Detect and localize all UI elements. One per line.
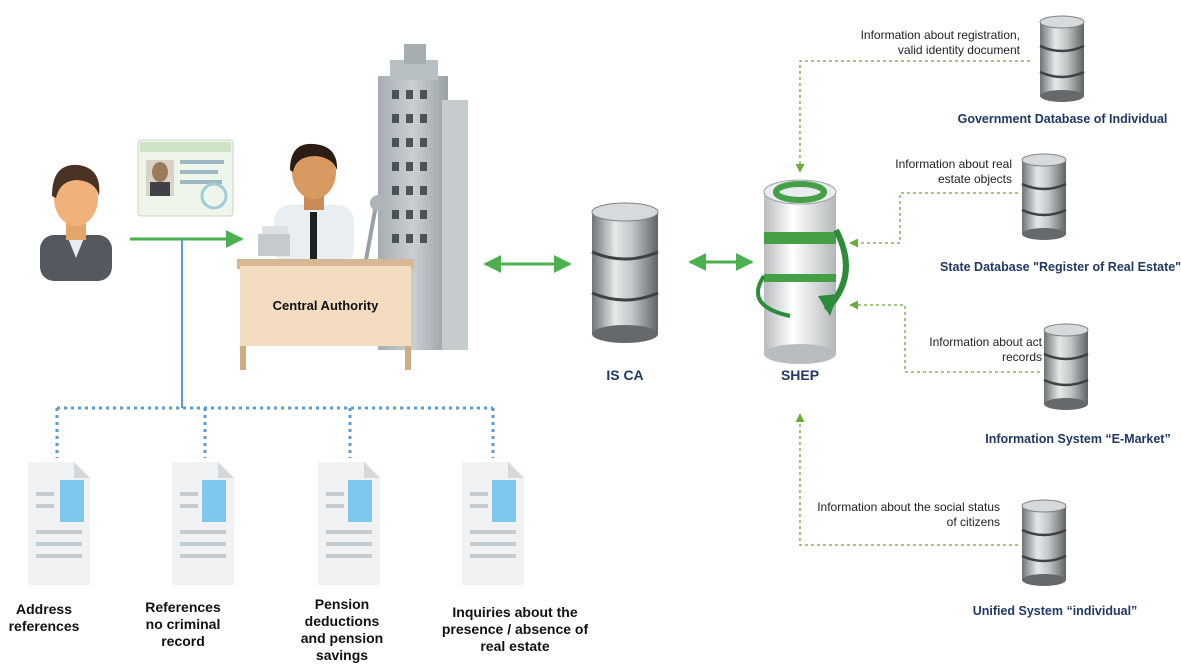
source-name-unified: Unified System “individual” [972,604,1138,618]
source-info-unified: Information about the social status of c… [817,500,1000,529]
officer-icon [274,143,354,265]
document-icon-pension [318,462,380,585]
document-distribution-lines [55,406,495,458]
central-authority-label: Central Authority [272,298,379,313]
isca-database-icon [591,202,659,343]
source-info-real-estate: Information about real estate objects [895,157,1012,186]
document-label-criminal: References no criminal record [145,599,221,649]
source-info-gov: Information about registration, valid id… [860,28,1020,57]
source-name-gov: Government Database of Individual [957,112,1168,126]
document-icon-criminal [172,462,234,585]
office-items-icon [258,195,386,261]
document-label-realestate: Inquiries about the presence / absence o… [441,604,589,654]
database-icon-real-estate [1021,153,1067,240]
document-icon-realestate [462,462,524,585]
source-info-e-market: Information about act records [929,335,1042,364]
database-icon-e-market [1043,323,1089,410]
database-icon-gov [1039,15,1085,102]
database-icon-unified [1021,499,1067,586]
document-label-address: Address references [8,601,80,634]
document-icon-address [28,462,90,585]
document-label-pension: Pension deductions and pension savings [300,596,384,663]
shep-label: SHEP [780,367,820,383]
isca-label: IS CA [606,367,644,383]
source-name-e-market: Information System “E-Market” [985,432,1171,446]
shep-server-icon [756,179,849,364]
id-card-icon [137,139,234,217]
source-name-real-estate: State Database "Register of Real Estate" [940,260,1181,274]
source-connectors [795,60,1040,546]
citizen-icon [40,164,112,281]
central-authority-desk [237,259,414,370]
